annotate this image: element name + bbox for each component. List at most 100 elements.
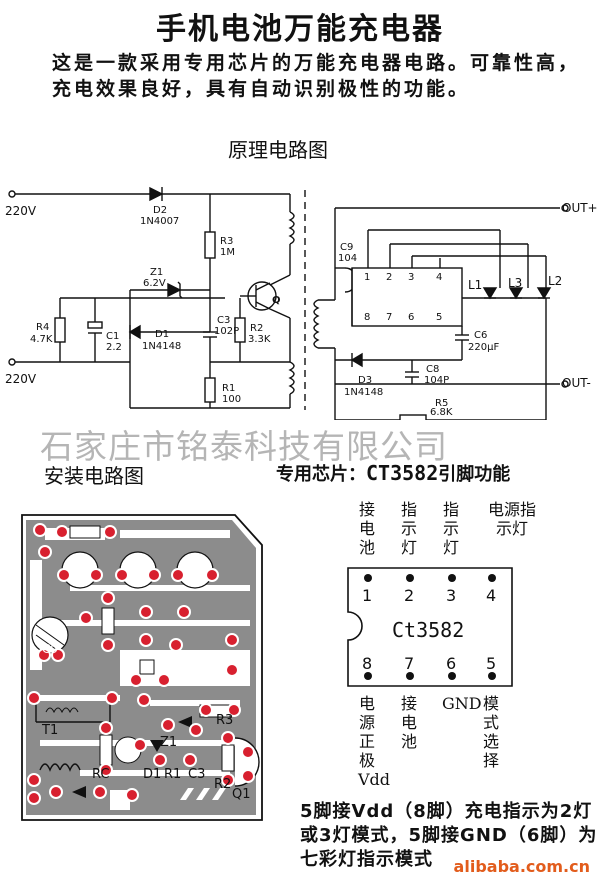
- pcb-label-rc: RC: [92, 767, 110, 782]
- label-r2: R2: [250, 323, 264, 334]
- label-c1-val: 2.2: [106, 342, 122, 353]
- chip-body: [347, 567, 513, 687]
- company-watermark: 石家庄市铭泰科技有限公司: [40, 427, 448, 466]
- pcb-label-d1: D1: [143, 767, 162, 782]
- pin1-number: 1: [362, 586, 373, 605]
- label-d2-part: 1N4007: [140, 216, 180, 227]
- pin8-number: 8: [362, 654, 373, 673]
- label-d3: D3: [358, 375, 373, 386]
- label-c9: C9: [340, 242, 354, 253]
- label-out-minus: OUT-: [562, 376, 591, 390]
- label-ac-top: 220V: [5, 204, 37, 218]
- transformer-secondary: [313, 299, 320, 349]
- transformer-primary-bottom: [288, 361, 295, 395]
- label-d3-part: 1N4148: [344, 387, 384, 398]
- label-d1: D1: [155, 329, 170, 340]
- pin4-number: 4: [486, 586, 497, 605]
- label-r5-val: 6.8K: [430, 407, 453, 418]
- pin4-function: 电源指示灯: [482, 500, 542, 538]
- label-pin1: 1: [364, 272, 371, 283]
- pin2-dot: [406, 574, 414, 582]
- label-c6-val: 220μF: [468, 342, 500, 353]
- capacitor-c1: [87, 321, 103, 329]
- label-pin7: 7: [386, 312, 393, 323]
- label-l3: L3: [508, 276, 523, 290]
- pcb-label-z1: Z1: [160, 735, 178, 750]
- label-d1-part: 1N4148: [142, 341, 182, 352]
- schematic-diagram: [8, 186, 569, 420]
- label-r2-val: 3.3K: [248, 334, 271, 345]
- label-r5: R5: [435, 398, 449, 409]
- pin3-function: 指示灯: [442, 500, 459, 557]
- pcb-label-c3: C3: [188, 767, 206, 782]
- chip-caption: 专用芯片：CT3582引脚功能: [276, 460, 510, 486]
- chip-caption-prefix: 专用芯片：: [276, 464, 366, 485]
- pin7-dot: [406, 672, 414, 680]
- label-pin3: 3: [408, 272, 415, 283]
- label-r1-val: 100: [222, 394, 242, 405]
- pin1-dot: [364, 574, 372, 582]
- pcb-label-r2: R2: [214, 777, 232, 792]
- pin6-dot: [448, 672, 456, 680]
- label-pin4: 4: [436, 272, 443, 283]
- schematic-caption: 原理电路图: [228, 138, 328, 162]
- z1-outline: [178, 716, 192, 728]
- pin7-number: 7: [404, 654, 415, 673]
- cap-outline: [139, 659, 155, 675]
- intro-text: 这是一款采用专用芯片的万能充电器电路。可靠性高，充电效果良好，具有自动识别极性的…: [52, 52, 581, 100]
- pcb-label-c9: C9: [42, 642, 59, 656]
- chip-caption-suffix: 引脚功能: [438, 464, 511, 485]
- label-c8: C8: [426, 364, 440, 375]
- label-c3: C3: [217, 315, 231, 326]
- pin8-function: 电源正极Vdd: [358, 694, 391, 789]
- pcb-label-q1: Q1: [232, 787, 251, 802]
- chip-caption-model: CT3582: [366, 461, 439, 485]
- pcb-label-t1: T1: [42, 723, 59, 738]
- label-d2: D2: [153, 205, 168, 216]
- install-caption: 安装电路图: [44, 464, 144, 488]
- pcb-label-r1: R1: [164, 767, 182, 782]
- pin2-function: 指示灯: [400, 500, 417, 557]
- d1-outline: [150, 740, 164, 752]
- pin5-function: 模式选择: [482, 694, 499, 770]
- label-pin5: 5: [436, 312, 443, 323]
- label-z1-val: 6.2V: [143, 278, 166, 289]
- label-ac-bottom: 220V: [5, 372, 37, 386]
- pin6-function: GND: [442, 694, 482, 713]
- pin3-number: 3: [446, 586, 457, 605]
- label-c3-val: 102P: [214, 326, 240, 337]
- label-c1: C1: [106, 331, 120, 342]
- pin1-function: 接电池: [358, 500, 375, 557]
- pin4-function-text: 电源指示灯: [487, 500, 536, 538]
- pin5-number: 5: [486, 654, 497, 673]
- pcb-label-r3: R3: [216, 713, 234, 728]
- pin5-dot: [488, 672, 496, 680]
- d2-outline: [72, 786, 86, 798]
- label-z1: Z1: [150, 267, 164, 278]
- chip-name: Ct3582: [392, 618, 465, 642]
- label-pin2: 2: [386, 272, 393, 283]
- pin2-number: 2: [404, 586, 415, 605]
- resistor-top-outline: [69, 525, 101, 539]
- label-out-plus: OUT+: [562, 201, 598, 215]
- mode-note: 5脚接Vdd（8脚）充电指示为2灯或3灯模式，5脚接GND（6脚）为七彩灯指示模…: [300, 801, 598, 870]
- site-watermark: alibaba.com.cn: [453, 857, 590, 876]
- pin7-function: 接电池: [400, 694, 417, 751]
- label-c8-val: 104P: [424, 375, 450, 386]
- pin6-number: 6: [446, 654, 457, 673]
- label-pin8: 8: [364, 312, 371, 323]
- label-q: Q: [272, 295, 281, 306]
- pin3-dot: [448, 574, 456, 582]
- label-r4-val: 4.7K: [30, 334, 53, 345]
- diode-d3: [350, 352, 363, 368]
- label-l1: L1: [468, 278, 483, 292]
- label-pin6: 6: [408, 312, 415, 323]
- ic-ct3582: [351, 267, 463, 327]
- pin4-dot: [488, 574, 496, 582]
- page-title: 手机电池万能充电器: [156, 12, 444, 47]
- label-r3: R3: [220, 236, 234, 247]
- resistor-outline: [101, 607, 115, 635]
- out-plus-terminal: [561, 204, 569, 212]
